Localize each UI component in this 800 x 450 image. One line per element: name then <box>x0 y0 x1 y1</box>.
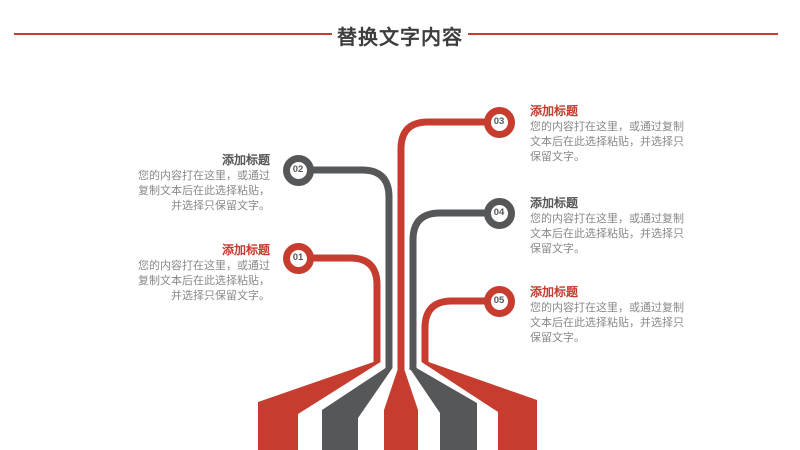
connector-04 <box>409 209 485 370</box>
block-02-body: 您的内容打在这里，或通过复制文本后在此选择粘贴，并选择只保留文字。 <box>138 170 270 212</box>
node-03: 03 <box>483 106 515 138</box>
node-04-number: 04 <box>493 207 505 219</box>
title-rule-right <box>468 33 778 35</box>
title-rule-left <box>14 33 332 35</box>
block-02-title: 添加标题 <box>221 153 270 167</box>
fan-ribbon-02 <box>322 368 393 450</box>
block-04-title: 添加标题 <box>530 196 579 210</box>
text-block-02: 添加标题 您的内容打在这里，或通过复制文本后在此选择粘贴，并选择只保留文字。 <box>132 153 270 214</box>
connector-05 <box>421 297 485 362</box>
node-05-number: 05 <box>493 295 505 307</box>
text-block-01: 添加标题 您的内容打在这里，或通过复制文本后在此选择粘贴，并选择只保留文字。 <box>132 243 270 304</box>
node-02-number: 02 <box>292 164 304 176</box>
text-block-03: 添加标题 您的内容打在这里，或通过复制文本后在此选择粘贴，并选择只保留文字。 <box>530 104 688 165</box>
connector-02 <box>313 166 393 368</box>
node-01-number: 01 <box>292 252 304 264</box>
text-block-04: 添加标题 您的内容打在这里，或通过复制文本后在此选择粘贴，并选择只保留文字。 <box>530 196 688 257</box>
block-01-title: 添加标题 <box>221 243 270 257</box>
connector-01 <box>313 254 381 362</box>
page-title: 替换文字内容 <box>337 27 463 49</box>
node-04: 04 <box>483 197 515 229</box>
block-03-title: 添加标题 <box>530 104 579 118</box>
node-05: 05 <box>483 285 515 317</box>
block-05-title: 添加标题 <box>530 285 579 299</box>
block-01-body: 您的内容打在这里，或通过复制文本后在此选择粘贴，并选择只保留文字。 <box>138 260 270 302</box>
node-01: 01 <box>282 242 314 274</box>
fan-ribbon-01 <box>258 362 381 450</box>
text-block-05: 添加标题 您的内容打在这里，或通过复制文本后在此选择粘贴，并选择只保留文字。 <box>530 285 688 346</box>
block-05-body: 您的内容打在这里，或通过复制文本后在此选择粘贴，并选择只保留文字。 <box>530 302 684 344</box>
node-03-number: 03 <box>493 116 505 128</box>
connector-03 <box>397 118 485 372</box>
fan-ribbon-03 <box>384 370 418 450</box>
block-03-body: 您的内容打在这里，或通过复制文本后在此选择粘贴，并选择只保留文字。 <box>530 121 684 163</box>
block-04-body: 您的内容打在这里，或通过复制文本后在此选择粘贴，并选择只保留文字。 <box>530 213 684 255</box>
fan-ribbon-05 <box>421 362 537 450</box>
fan-ribbon-04 <box>409 368 477 450</box>
node-02: 02 <box>282 154 314 186</box>
